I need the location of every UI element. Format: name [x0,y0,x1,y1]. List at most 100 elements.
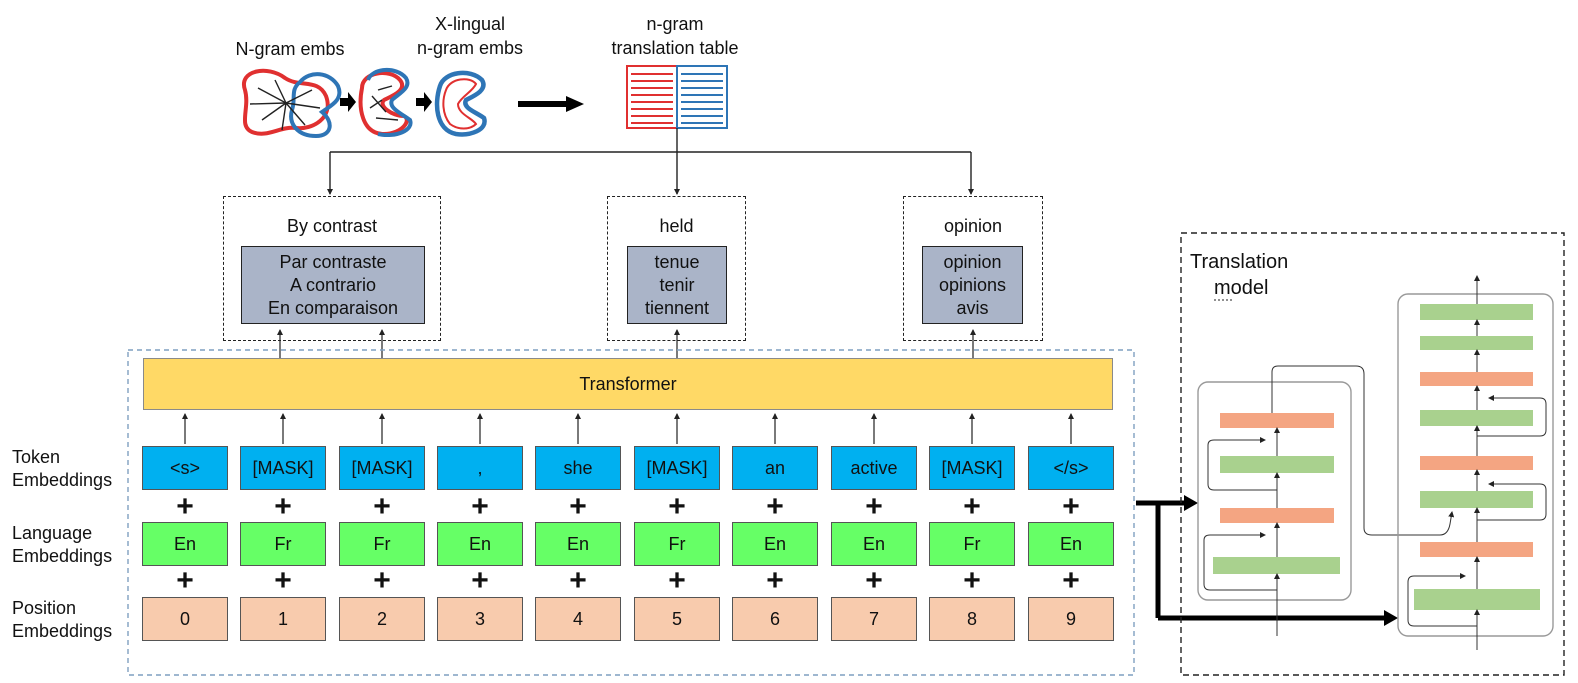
transformer-block: Transformer [143,358,1113,410]
position-embedding: 7 [831,597,917,641]
plus-icon: + [176,490,194,523]
language-embedding: Fr [634,522,720,566]
position-embedding: 3 [437,597,523,641]
alignment-space-icon [358,68,413,137]
table-distribution-lines [327,128,974,195]
token-embedding: , [437,446,523,490]
position-embedding: 1 [240,597,326,641]
translation-option: A contrario [289,274,377,295]
arrow-icon [340,92,356,112]
table-label-line1: n-gram [646,14,704,34]
token-embedding: active [831,446,917,490]
plus-icon: + [373,564,391,597]
candidate-group-3 [903,196,1043,341]
plus-icon: + [274,490,292,523]
language-embedding: Fr [929,522,1015,566]
token-embedding: [MASK] [634,446,720,490]
candidate-group-1 [223,196,441,341]
plus-icon: + [569,490,587,523]
plus-icon: + [1062,564,1080,597]
translation-option: En comparaison [267,297,399,318]
plus-icon: + [471,564,489,597]
language-embedding: En [831,522,917,566]
translation-option: opinions [938,274,1007,295]
language-embedding: En [732,522,818,566]
token-embedding: </s> [1028,446,1114,490]
position-label-line1: Position [12,598,77,618]
token-embeddings-label: Token Embeddings [12,446,112,492]
plus-icon: + [176,564,194,597]
position-embedding: 9 [1028,597,1114,641]
translation-table-icon [626,65,728,129]
translation-option: tiennent [644,297,710,318]
token-embedding: she [535,446,621,490]
translation-model-frame [1180,232,1565,676]
token-embedding: <s> [142,446,228,490]
plus-icon: + [668,490,686,523]
plus-icon: + [963,490,981,523]
candidate-translations-3: opinion opinions avis [922,246,1023,324]
ngram-embedding-space-icon [241,68,342,139]
ngram-embs-label: N-gram embs [235,39,345,59]
position-embedding: 4 [535,597,621,641]
plus-icon: + [963,564,981,597]
decoder-block [1397,275,1554,650]
translation-option: opinion [943,251,1002,272]
language-label-line2: Embeddings [12,546,113,566]
token-label-line1: Token [12,447,61,467]
position-embedding: 6 [732,597,818,641]
language-embedding: En [535,522,621,566]
table-label-line2: translation table [611,38,739,58]
language-embeddings-label: Language Embeddings [12,522,112,568]
translation-model-subtitle: model [1214,277,1269,299]
language-label-line1: Language [12,523,93,543]
language-embedding: En [142,522,228,566]
translation-option: tenir [659,274,695,295]
arrow-icon [416,92,432,112]
plus-icon: + [865,564,883,597]
translation-option: avis [956,297,989,318]
position-embedding: 8 [929,597,1015,641]
language-embedding: En [437,522,523,566]
position-embeddings-label: Position Embeddings [12,597,112,643]
candidate-source-1: By contrast [286,216,378,236]
plus-icon: + [569,564,587,597]
candidate-translations-1: Par contraste A contrario En comparaison [241,246,425,324]
transformer-output-arrows [277,329,976,358]
language-embedding: Fr [240,522,326,566]
candidate-group-2 [607,196,746,341]
plus-icon: + [471,490,489,523]
encoder-block [1197,365,1455,636]
position-embedding: 5 [634,597,720,641]
plus-icon: + [668,564,686,597]
candidate-source-2: held [659,216,694,236]
position-label-line2: Embeddings [12,621,113,641]
plus-icon: + [274,564,292,597]
token-embedding: [MASK] [339,446,425,490]
token-embedding: an [732,446,818,490]
plus-icon: + [373,490,391,523]
language-embedding: Fr [339,522,425,566]
token-input-arrows [182,413,1074,444]
plus-icon: + [865,490,883,523]
candidate-translations-2: tenue tenir tiennent [627,246,727,324]
position-embedding: 0 [142,597,228,641]
token-embedding: [MASK] [929,446,1015,490]
token-embedding: [MASK] [240,446,326,490]
token-label-line2: Embeddings [12,470,113,490]
xlingual-label-line2: n-gram embs [416,38,524,58]
language-embedding: En [1028,522,1114,566]
translation-option: Par contraste [279,251,387,272]
translation-option: tenue [654,251,700,272]
plus-icon: + [766,490,784,523]
position-embedding: 2 [339,597,425,641]
plus-icon: + [1062,490,1080,523]
candidate-source-3: opinion [943,216,1003,236]
xlingual-space-icon [434,70,487,137]
xlingual-label-line1: X-lingual [434,14,506,34]
translation-model-title: Translation [1190,251,1289,273]
plus-icon: + [766,564,784,597]
init-arrows [1136,500,1386,621]
